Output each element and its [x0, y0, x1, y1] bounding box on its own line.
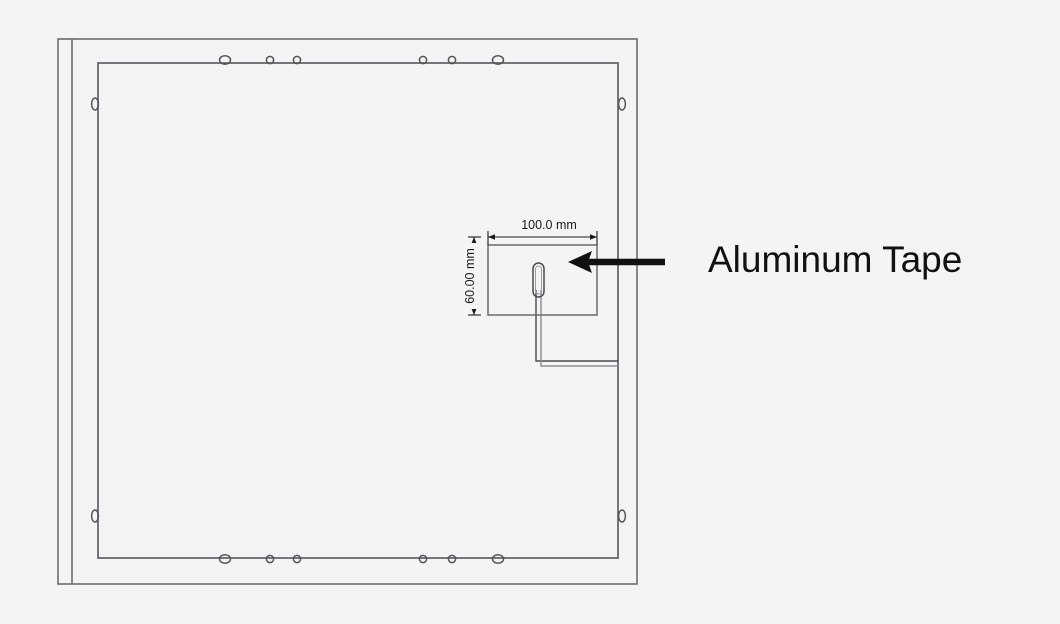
hole-bottom-3 — [292, 554, 302, 564]
dimension-vertical: 60.00 mm — [463, 236, 482, 316]
dimension-horizontal-label: 100.0 mm — [521, 218, 577, 232]
panel-inner-frame — [97, 62, 619, 559]
mounting-holes-right — [617, 97, 627, 523]
hole-left-top — [90, 97, 100, 111]
tape-rect — [487, 244, 598, 316]
dim-h-arrow-left — [488, 234, 495, 240]
hole-top-1 — [218, 55, 232, 65]
hole-top-6 — [491, 55, 505, 65]
hole-right-top — [617, 97, 627, 111]
mounting-holes-top — [218, 55, 505, 65]
hole-bottom-5 — [447, 554, 457, 564]
hole-top-2 — [265, 55, 275, 65]
hole-bottom-4 — [418, 554, 428, 564]
outer-frame-rect — [57, 38, 638, 585]
hole-top-3 — [292, 55, 302, 65]
annotation-arrow — [568, 251, 665, 273]
annotation-label: Aluminum Tape — [708, 239, 962, 280]
hole-left-bottom — [90, 509, 100, 523]
dim-h-arrow-right — [590, 234, 597, 240]
inner-frame-rect — [97, 62, 619, 559]
sensor-inner-outline — [535, 265, 542, 295]
annotation-arrow-head — [568, 251, 592, 273]
hole-bottom-6 — [491, 554, 505, 564]
mounting-holes-left — [90, 97, 100, 523]
hole-bottom-1 — [218, 554, 232, 564]
hole-top-5 — [447, 55, 457, 65]
dimension-horizontal: 100.0 mm — [487, 217, 598, 245]
hole-bottom-2 — [265, 554, 275, 564]
cable-stroke-outer — [535, 290, 618, 362]
cable-stroke-inner — [540, 290, 618, 367]
mounting-holes-bottom — [218, 554, 505, 564]
dimension-vertical-label: 60.00 mm — [463, 248, 477, 304]
hole-top-4 — [418, 55, 428, 65]
aluminum-tape-patch — [487, 244, 598, 316]
sensor-body — [532, 262, 545, 298]
dim-v-arrow-top — [471, 237, 477, 244]
hole-right-bottom — [617, 509, 627, 523]
dim-v-arrow-bottom — [471, 308, 477, 315]
sensor-cable — [535, 290, 618, 367]
sensor-capsule — [532, 262, 545, 298]
dim-v-label-bg — [467, 243, 482, 309]
panel-outer-frame — [57, 38, 638, 585]
dim-h-label-bg — [516, 217, 582, 232]
